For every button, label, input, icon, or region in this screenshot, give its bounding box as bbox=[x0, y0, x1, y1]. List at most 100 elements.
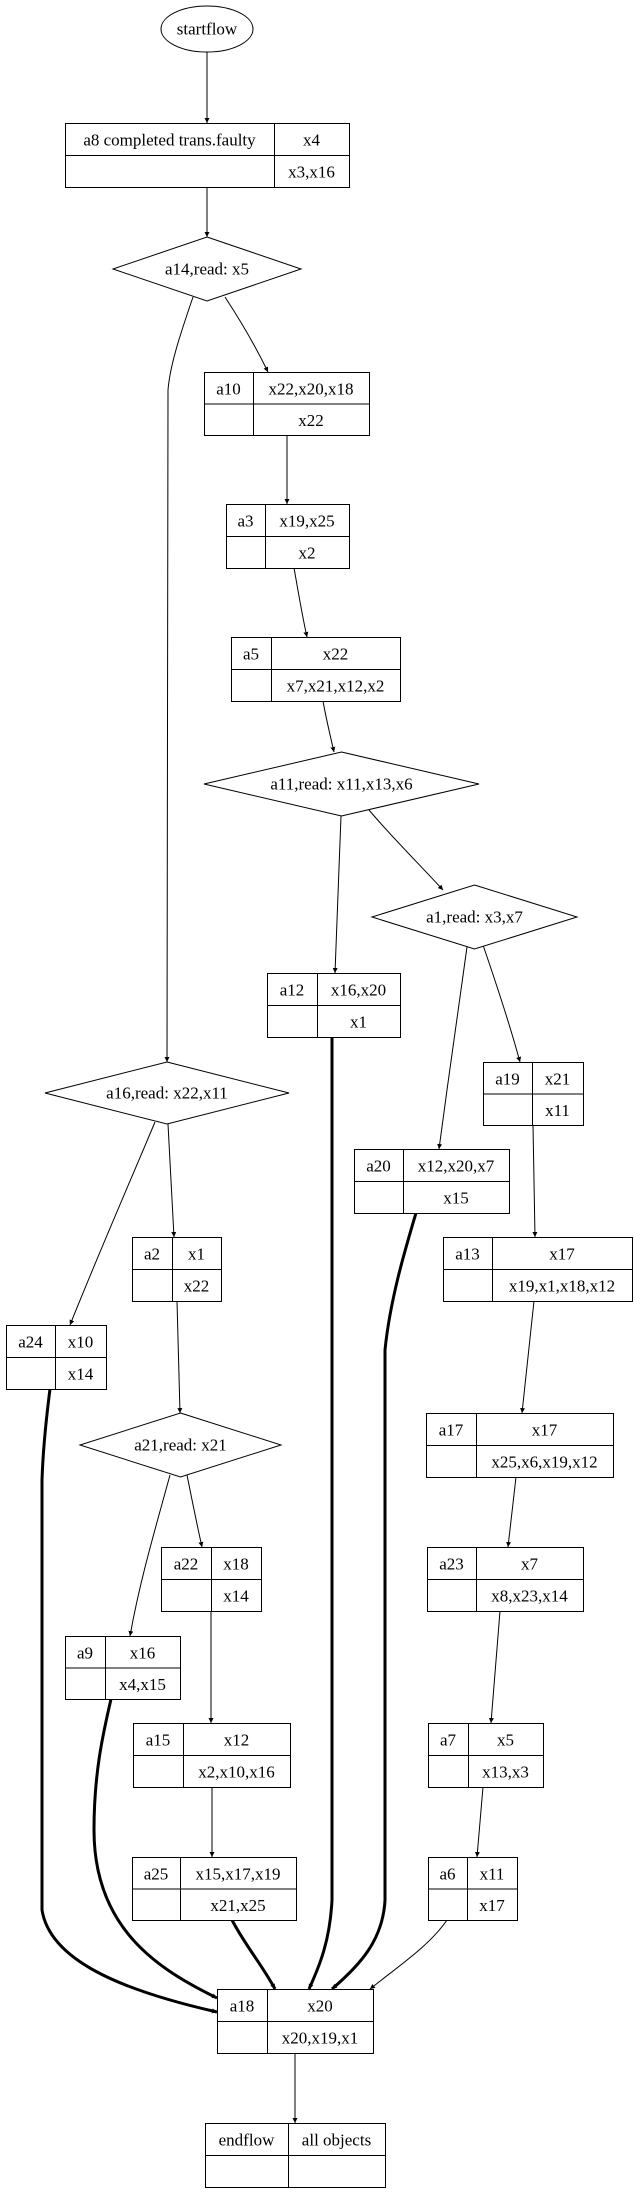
edge-a21-to-a22 bbox=[186, 1474, 204, 1548]
activity-name: a25 bbox=[144, 1864, 169, 1883]
edge-a1-to-a20 bbox=[437, 946, 468, 1150]
activity-name: a9 bbox=[77, 1643, 93, 1662]
decision-label: a11,read: x11,x13,x6 bbox=[270, 775, 412, 794]
edge-a5-to-a11 bbox=[322, 700, 336, 753]
edge-a21-to-a9 bbox=[128, 1474, 171, 1637]
written-objects: x17 bbox=[549, 1245, 575, 1264]
activity-name: a17 bbox=[439, 1421, 464, 1440]
read-objects: x11 bbox=[545, 1101, 570, 1120]
written-objects: x16,x20 bbox=[331, 981, 386, 1000]
written-objects: x4 bbox=[303, 131, 321, 150]
edge-a11-to-a1 bbox=[368, 809, 444, 891]
activity-name: a19 bbox=[495, 1069, 520, 1088]
read-objects: x14 bbox=[223, 1587, 249, 1606]
read-objects: x1 bbox=[350, 1013, 367, 1032]
node-a21[interactable]: a21,read: x21 bbox=[78, 1412, 283, 1478]
edge-a9-to-a18 bbox=[92, 1698, 218, 2000]
node-a14[interactable]: a14,read: x5 bbox=[111, 236, 303, 302]
decision-diamond bbox=[203, 751, 480, 817]
activity-name: a10 bbox=[216, 379, 241, 398]
activity-name: a7 bbox=[440, 1731, 457, 1750]
edge-a23-to-a7 bbox=[488, 1610, 501, 1724]
node-a5[interactable]: a5 x22 x7,x21,x12,x2 bbox=[231, 637, 401, 702]
read-objects: x7,x21,x12,x2 bbox=[287, 677, 385, 696]
activity-name: a24 bbox=[18, 1333, 43, 1352]
node-a11[interactable]: a11,read: x11,x13,x6 bbox=[203, 751, 480, 817]
node-a16[interactable]: a16,read: x22,x11 bbox=[44, 1061, 290, 1125]
read-objects: x3,x16 bbox=[288, 163, 335, 182]
decision-diamond bbox=[78, 1412, 283, 1478]
node-a6[interactable]: a6 x11 x17 bbox=[428, 1857, 518, 1921]
edge-a12-to-a18 bbox=[307, 1037, 334, 1990]
activity-name: a12 bbox=[280, 981, 305, 1000]
written-objects: x17 bbox=[532, 1421, 558, 1440]
read-objects: x2 bbox=[299, 544, 316, 563]
activity-name: a3 bbox=[237, 512, 253, 531]
node-a1[interactable]: a1,read: x3,x7 bbox=[370, 884, 579, 950]
edge-a16-to-a2 bbox=[167, 1123, 177, 1238]
written-objects: x16 bbox=[130, 1643, 156, 1662]
read-objects: x8,x23,x14 bbox=[491, 1587, 568, 1606]
edge-a6-to-a18 bbox=[369, 1919, 448, 1990]
decision-diamond bbox=[44, 1061, 290, 1125]
activity-name: a18 bbox=[230, 1997, 255, 2016]
decision-label: a14,read: x5 bbox=[165, 260, 249, 279]
node-a3[interactable]: a3 x19,x25 x2 bbox=[226, 504, 350, 569]
decision-label: a1,read: x3,x7 bbox=[426, 908, 523, 927]
activity-name: endflow bbox=[219, 2131, 275, 2150]
edge-a17-to-a23 bbox=[506, 1476, 517, 1548]
edge-a14-to-a10 bbox=[224, 296, 269, 373]
edge-a20-to-a18 bbox=[331, 1212, 418, 1991]
written-objects: all objects bbox=[302, 2131, 371, 2150]
read-objects: x14 bbox=[68, 1365, 94, 1384]
activity-name: a22 bbox=[174, 1555, 199, 1574]
written-objects: x11 bbox=[480, 1864, 505, 1883]
decision-diamond bbox=[111, 236, 303, 302]
edge-a14-to-a16 bbox=[164, 296, 194, 1063]
edge-a13-to-a17 bbox=[520, 1300, 535, 1414]
edge-a3-to-a5 bbox=[293, 567, 309, 638]
edge-a25-to-a18 bbox=[230, 1919, 277, 1990]
edge-a24-to-a18 bbox=[40, 1388, 218, 2014]
edge-a1-to-a19 bbox=[482, 944, 522, 1063]
activity-name: a8 completed trans.faulty bbox=[83, 131, 256, 150]
activity-name: a15 bbox=[146, 1731, 171, 1750]
read-objects: x17 bbox=[479, 1896, 505, 1915]
edge-a19-to-a13 bbox=[532, 1124, 538, 1238]
read-objects: x19,x1,x18,x12 bbox=[509, 1277, 615, 1296]
activity-name: a20 bbox=[366, 1157, 391, 1176]
read-objects: x25,x6,x19,x12 bbox=[491, 1453, 597, 1472]
node-a17[interactable]: a17 x17 x25,x6,x19,x12 bbox=[426, 1413, 614, 1478]
written-objects: x1 bbox=[188, 1245, 205, 1264]
nodes-layer: startflow a8 completed trans.faulty x4 x3,x… bbox=[6, 5, 633, 2188]
node-a13[interactable]: a13 x17 x19,x1,x18,x12 bbox=[443, 1237, 633, 1302]
written-objects: x19,x25 bbox=[279, 512, 334, 531]
activity-name: a13 bbox=[455, 1245, 480, 1264]
edge-a16-to-a24 bbox=[69, 1121, 156, 1326]
decision-label: a16,read: x22,x11 bbox=[106, 1084, 228, 1103]
activity-name: a6 bbox=[439, 1864, 455, 1883]
written-objects: x12 bbox=[224, 1731, 250, 1750]
activity-name: a5 bbox=[243, 645, 259, 664]
edge-a2-to-a21 bbox=[176, 1300, 183, 1414]
node-a12[interactable]: a12 x16,x20 x1 bbox=[267, 973, 401, 1038]
node-endflow[interactable]: endflow all objects bbox=[205, 2123, 386, 2188]
written-objects: x22 bbox=[323, 645, 349, 664]
node-startflow[interactable]: startflow bbox=[160, 5, 254, 53]
written-objects: x22,x20,x18 bbox=[269, 379, 354, 398]
node-a8[interactable]: a8 completed trans.faulty x4 x3,x16 bbox=[65, 123, 350, 188]
